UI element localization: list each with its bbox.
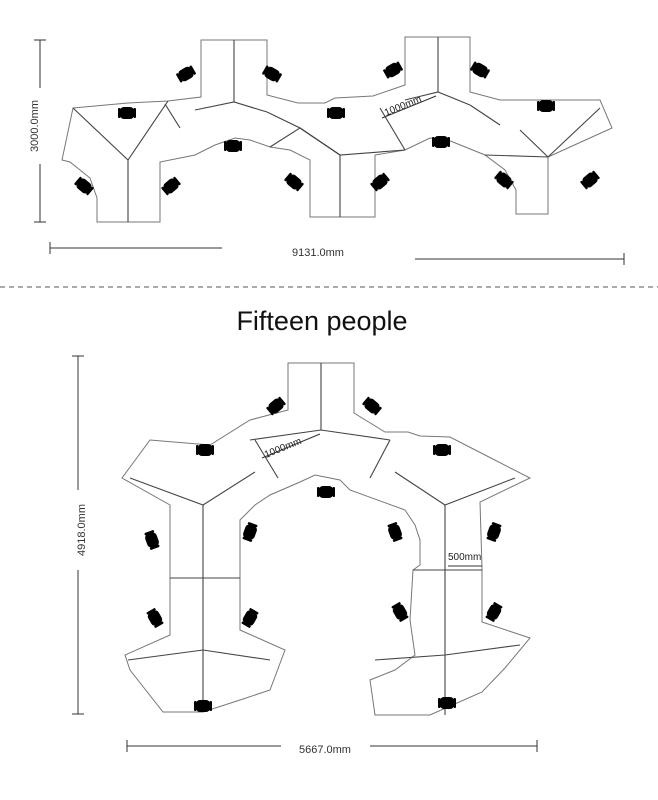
chair-icon — [145, 607, 165, 629]
top-layout: 3000.0mm 1000mm — [29, 36, 625, 265]
bottom-height-dimension: 4918.0mm — [68, 355, 88, 715]
chair-icon — [160, 175, 182, 197]
chair-icon — [241, 521, 259, 543]
chair-icon — [327, 107, 345, 119]
chair-icon — [438, 697, 456, 709]
chair-icon — [283, 171, 305, 193]
chair-icon — [240, 607, 260, 629]
chair-icon — [485, 521, 503, 543]
bottom-gap-label: 500mm — [448, 552, 481, 563]
chair-icon — [143, 529, 161, 551]
chair-icon — [382, 60, 404, 80]
chair-icon — [386, 521, 404, 543]
bottom-layout: 4918.0mm 1000mm 500mm — [68, 355, 538, 756]
bottom-height-label: 4918.0mm — [76, 504, 88, 556]
chair-icon — [579, 169, 601, 191]
bottom-desk-outline — [121, 362, 532, 716]
chair-icon — [484, 601, 504, 623]
chair-icon — [432, 136, 450, 148]
top-height-label: 3000.0mm — [29, 100, 41, 152]
chair-icon — [224, 140, 242, 152]
chair-icon — [194, 700, 212, 712]
bottom-width-label: 5667.0mm — [299, 744, 351, 756]
top-height-dimension: 3000.0mm — [29, 39, 50, 223]
top-width-label: 9131.0mm — [292, 247, 344, 259]
top-width-dimension: 9131.0mm — [49, 242, 625, 265]
chair-icon — [390, 601, 410, 623]
bottom-width-dimension: 5667.0mm — [126, 740, 538, 756]
chair-icon — [361, 395, 383, 417]
chair-icon — [196, 444, 214, 456]
chair-icon — [118, 107, 136, 119]
top-desk-outline — [61, 36, 613, 223]
chair-icon — [537, 100, 555, 112]
chair-icon — [175, 64, 197, 84]
chair-icon — [469, 60, 491, 80]
section-title: Fifteen people — [236, 306, 407, 336]
chair-icon — [317, 486, 335, 498]
bottom-gap-dimension: 500mm — [448, 552, 482, 567]
chair-icon — [433, 444, 451, 456]
top-desk-dividers — [72, 37, 601, 222]
